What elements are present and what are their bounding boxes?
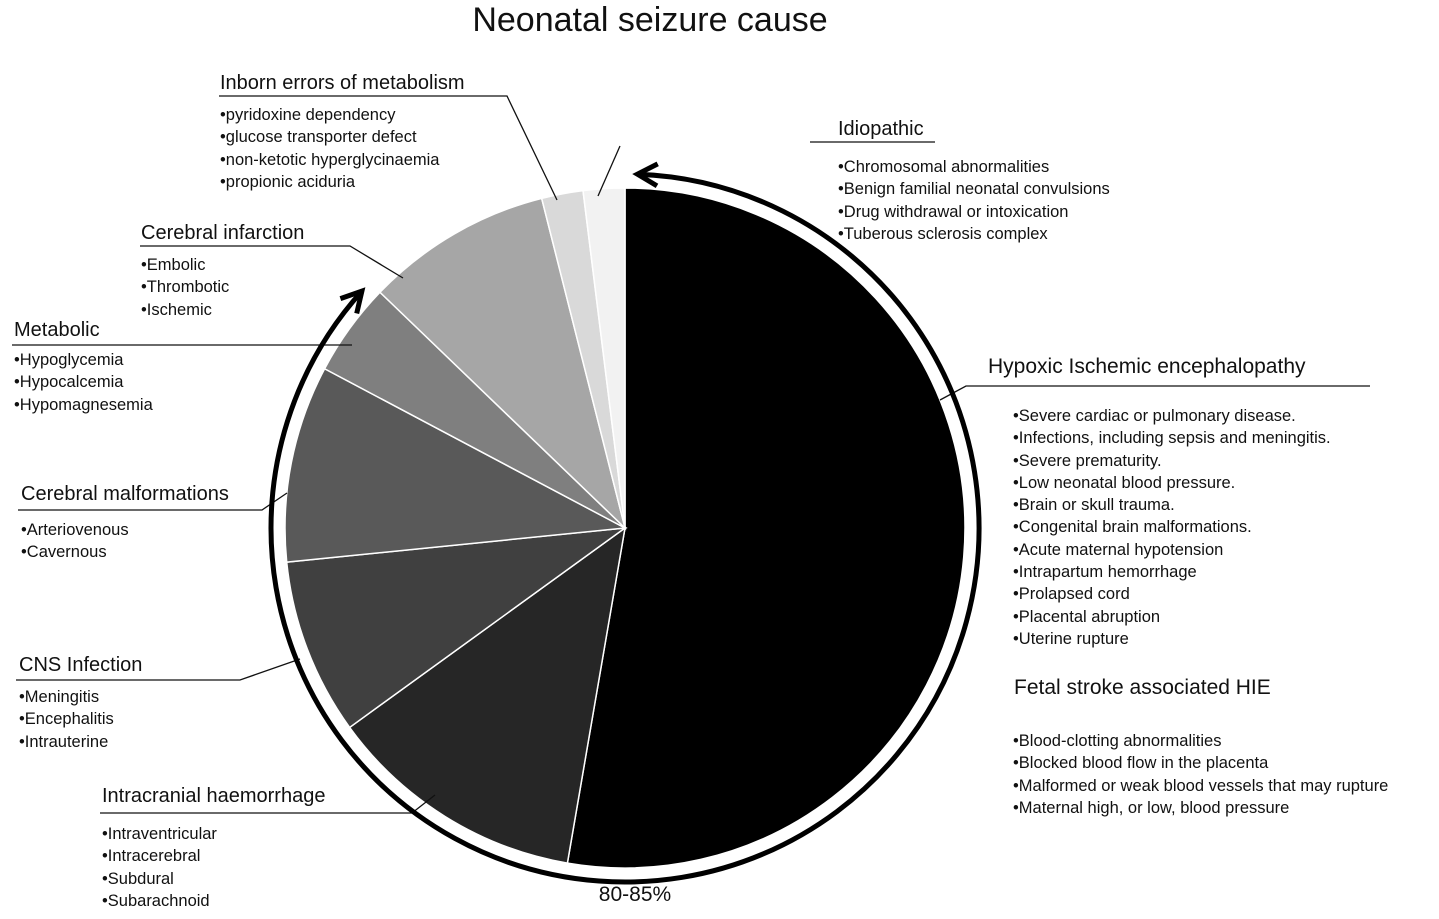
- list-item: pyridoxine dependency: [220, 104, 465, 126]
- list-item: Prolapsed cord: [1013, 583, 1331, 605]
- list-item: Hypomagnesemia: [14, 394, 153, 416]
- label-hie: Hypoxic Ischemic encephalopathy: [988, 354, 1306, 380]
- cause-list-cns-infection: Meningitis Encephalitis Intrauterine: [19, 686, 142, 753]
- list-item: glucose transporter defect: [220, 126, 465, 148]
- label-intracranial-haemorrhage: Intracranial haemorrhage Intraventricula…: [102, 783, 325, 912]
- list-item: Cavernous: [21, 541, 229, 563]
- list-item: Blocked blood flow in the placenta: [1013, 752, 1388, 774]
- list-item: Placental abruption: [1013, 606, 1331, 628]
- slice-label: Metabolic: [14, 319, 100, 341]
- list-item: Severe cardiac or pulmonary disease.: [1013, 405, 1331, 427]
- subheading: Fetal stroke associated HIE: [1014, 676, 1271, 699]
- list-item: Embolic: [141, 254, 304, 276]
- cause-list-cerebral-malformations: Arteriovenous Cavernous: [21, 519, 229, 564]
- list-item: Intrauterine: [19, 731, 142, 753]
- leader-inborn-errors: [219, 95, 558, 201]
- cause-list-metabolic: Hypoglycemia Hypocalcemia Hypomagnesemia: [14, 349, 153, 416]
- list-item: Maternal high, or low, blood pressure: [1013, 797, 1388, 819]
- pie-slice-hypoxic-ischemic-encephalopathy: [566, 187, 966, 869]
- cause-list-fetal-stroke: Blood-clotting abnormalities Blocked blo…: [1013, 730, 1389, 819]
- cause-list-cerebral-infarction: Embolic Thrombotic Ischemic: [141, 254, 304, 321]
- slice-label: Intracranial haemorrhage: [102, 785, 326, 807]
- list-item: Subarachnoid: [102, 890, 325, 912]
- label-inborn-errors: Inborn errors of metabolism pyridoxine d…: [220, 70, 465, 193]
- leader-cerebral-infarction: [140, 245, 404, 279]
- leader-idiopathic: [597, 145, 621, 197]
- pie-slice-cerebral-infarction: [378, 197, 627, 531]
- list-item: Chromosomal abnormalities: [838, 156, 1110, 178]
- cause-list-idiopathic: Chromosomal abnormalities Benign familia…: [838, 156, 1110, 245]
- label-cns-infection: CNS Infection Meningitis Encephalitis In…: [19, 652, 142, 753]
- list-item: Severe prematurity.: [1013, 450, 1331, 472]
- list-item: Arteriovenous: [21, 519, 229, 541]
- list-item: Ischemic: [141, 299, 304, 321]
- pie-slice-cns-infection: [285, 526, 628, 729]
- list-item: Uterine rupture: [1013, 628, 1331, 650]
- leader-cerebral-malformations: [18, 492, 288, 511]
- label-fetal-stroke-hie: Fetal stroke associated HIE: [1014, 675, 1271, 701]
- pie-slice-idiopathic: [582, 187, 626, 529]
- cause-list-intracranial-haemorrhage: Intraventricular Intracerebral Subdural …: [102, 823, 325, 912]
- list-item: Tuberous sclerosis complex: [838, 223, 1110, 245]
- list-item: Encephalitis: [19, 708, 142, 730]
- list-item: Thrombotic: [141, 276, 304, 298]
- label-cerebral-infarction: Cerebral infarction Embolic Thrombotic I…: [141, 220, 304, 321]
- list-item: Benign familial neonatal convulsions: [838, 178, 1110, 200]
- leader-cns-infection: [16, 658, 301, 681]
- label-cerebral-malformations: Cerebral malformations Arteriovenous Cav…: [21, 481, 229, 564]
- list-item: non-ketotic hyperglycinaemia: [220, 149, 465, 171]
- cause-list-hie: Severe cardiac or pulmonary disease. Inf…: [1013, 405, 1331, 650]
- list-item: Low neonatal blood pressure.: [1013, 472, 1331, 494]
- bracket-arrowhead-left: [339, 287, 366, 314]
- list-item: Infections, including sepsis and meningi…: [1013, 427, 1331, 449]
- list-item: Intraventricular: [102, 823, 325, 845]
- slice-label: CNS Infection: [19, 654, 143, 676]
- list-item: Malformed or weak blood vessels that may…: [1013, 775, 1389, 797]
- list-item: Drug withdrawal or intoxication: [838, 201, 1110, 223]
- list-item: Acute maternal hypotension: [1013, 539, 1331, 561]
- list-item: Intrapartum hemorrhage: [1013, 561, 1331, 583]
- list-item: Intracerebral: [102, 845, 325, 867]
- slice-label: Idiopathic: [838, 118, 924, 140]
- list-item: propionic aciduria: [220, 171, 465, 193]
- slice-label: Hypoxic Ischemic encephalopathy: [988, 355, 1306, 378]
- bracket-arrowhead-top: [632, 161, 659, 189]
- list-item: Hypocalcemia: [14, 371, 153, 393]
- list-item: Hypoglycemia: [14, 349, 153, 371]
- label-metabolic: Metabolic Hypoglycemia Hypocalcemia Hypo…: [14, 317, 153, 416]
- list-item: Blood-clotting abnormalities: [1013, 730, 1388, 752]
- pie-slice-intracranial-haemorrhage: [348, 526, 627, 864]
- bracket-arc: [268, 171, 982, 885]
- pie-slice-cerebral-malformations: [284, 367, 628, 563]
- leader-hie: [939, 385, 1370, 401]
- list-item: Subdural: [102, 868, 325, 890]
- list-item: Brain or skull trauma.: [1013, 494, 1331, 516]
- slice-label: Inborn errors of metabolism: [220, 72, 465, 94]
- list-item: Congenital brain malformations.: [1013, 516, 1331, 538]
- list-item: Meningitis: [19, 686, 142, 708]
- slice-label: Cerebral infarction: [141, 222, 305, 244]
- chart-title: Neonatal seizure cause: [472, 1, 828, 39]
- slice-label: Cerebral malformations: [21, 483, 229, 505]
- cause-list-inborn-errors: pyridoxine dependency glucose transporte…: [220, 104, 465, 193]
- label-idiopathic: Idiopathic Chromosomal abnormalities Ben…: [838, 116, 1110, 245]
- bracket-percentage-label: 80-85%: [598, 883, 672, 906]
